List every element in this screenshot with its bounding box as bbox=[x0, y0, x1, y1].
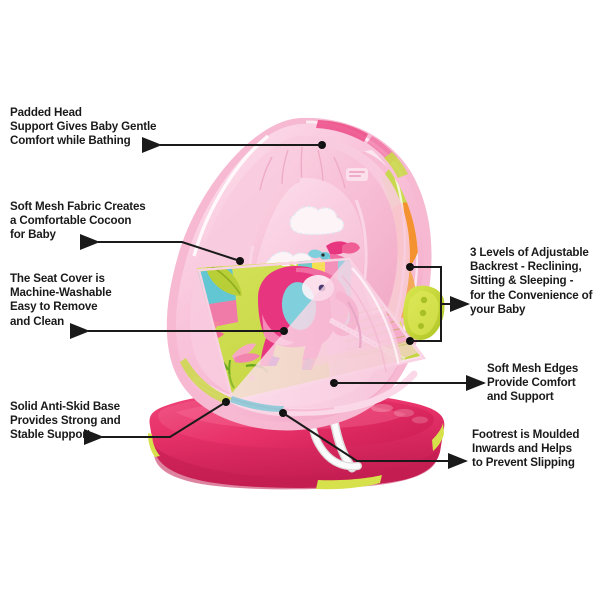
backrest-adjust-lever bbox=[403, 285, 445, 340]
callout-soft-mesh-edges: Soft Mesh Edges Provide Comfort and Supp… bbox=[487, 362, 579, 404]
callout-anti-skid-base: Solid Anti-Skid Base Provides Strong and… bbox=[10, 400, 121, 442]
callout-machine-washable-seat-cover: The Seat Cover is Machine-Washable Easy … bbox=[10, 272, 112, 328]
callout-moulded-footrest: Footrest is Moulded Inwards and Helps to… bbox=[472, 428, 580, 470]
seat-shell bbox=[166, 117, 432, 431]
callout-adjustable-backrest: 3 Levels of Adjustable Backrest - Reclin… bbox=[470, 246, 593, 316]
soft-mesh-sling bbox=[226, 260, 404, 417]
cloud-applique-upper bbox=[289, 205, 345, 236]
callout-soft-mesh-fabric: Soft Mesh Fabric Creates a Comfortable C… bbox=[10, 200, 146, 242]
callout-padded-head-support: Padded Head Support Gives Baby Gentle Co… bbox=[10, 106, 157, 148]
seat-cord bbox=[347, 301, 362, 349]
